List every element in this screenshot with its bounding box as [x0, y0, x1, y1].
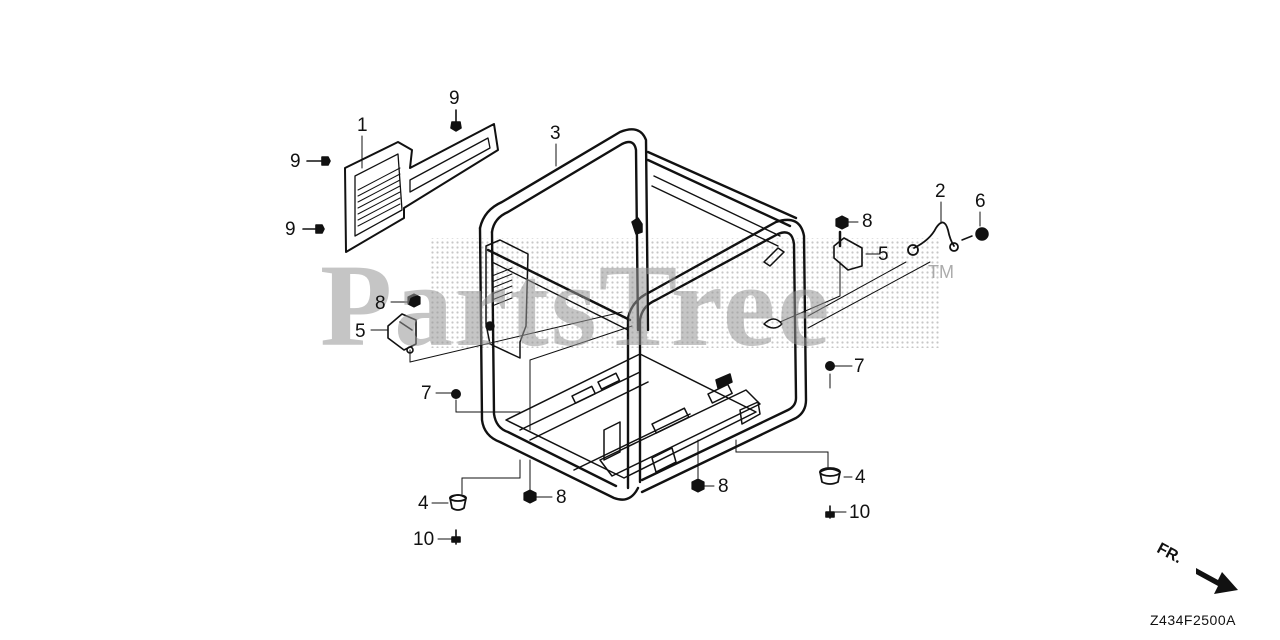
frame-base-plates [505, 353, 761, 479]
callout-7-right: 7 [854, 356, 865, 377]
part-6-bolt [961, 227, 989, 241]
callout-5-right: 5 [878, 244, 889, 265]
frame-brackets [631, 217, 785, 389]
callout-9-lower: 9 [285, 219, 296, 240]
callout-8-bottom-right: 8 [718, 476, 729, 497]
callout-7-left: 7 [421, 383, 432, 404]
part-4-rubber-feet [449, 467, 841, 511]
part-7-washers [451, 361, 835, 399]
frame-side-panel [485, 239, 529, 359]
callout-4-right: 4 [855, 467, 866, 488]
callout-3: 3 [550, 123, 561, 144]
watermark-trademark: TM [928, 262, 954, 282]
part-2-ground-wire [907, 221, 959, 256]
part-5-brackets [387, 230, 863, 354]
part-10-bolts [451, 505, 835, 545]
callout-9-top: 9 [449, 88, 460, 109]
part-8-nuts [407, 215, 849, 504]
leader-lines [361, 135, 981, 540]
callout-5-left: 5 [355, 321, 366, 342]
part-3-frame [478, 128, 808, 501]
part-1-side-panel [344, 123, 499, 253]
callout-8-bottom-left: 8 [556, 487, 567, 508]
callout-8-upper-left: 8 [375, 293, 386, 314]
callout-10-left: 10 [413, 529, 435, 550]
part-9-bolts [302, 109, 462, 234]
callout-2: 2 [935, 181, 946, 202]
callout-1: 1 [357, 115, 368, 136]
callout-10-right: 10 [849, 502, 871, 523]
front-direction-arrow-icon [1196, 568, 1238, 594]
callout-6: 6 [975, 191, 986, 212]
callout-8-upper-right: 8 [862, 211, 873, 232]
callout-9-upper: 9 [290, 151, 301, 172]
callout-4-left: 4 [418, 493, 429, 514]
diagram-reference-code: Z434F2500A [1150, 612, 1236, 628]
watermark-dot-pattern [430, 238, 940, 348]
